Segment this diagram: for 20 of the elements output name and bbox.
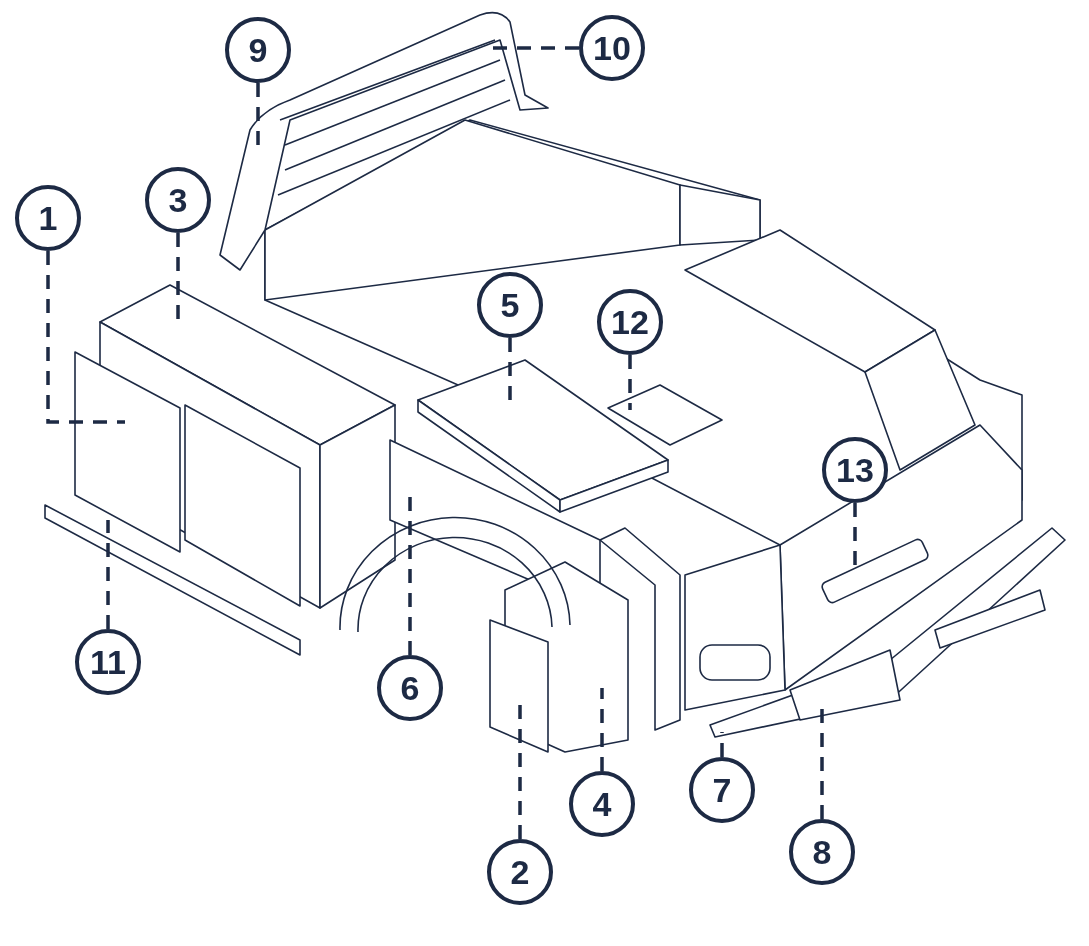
leader-line xyxy=(176,233,180,322)
callout-number: 1 xyxy=(15,185,81,251)
callout-number: 11 xyxy=(75,629,141,695)
callout-number: 9 xyxy=(225,17,291,83)
leader-line xyxy=(628,355,632,410)
leader-line xyxy=(46,251,125,424)
leader-line xyxy=(600,688,604,771)
leader-line xyxy=(106,520,110,629)
leader-line xyxy=(820,708,824,819)
leader-line xyxy=(490,46,579,50)
callout-number: 6 xyxy=(377,655,443,721)
callout-number: 10 xyxy=(579,15,645,81)
leader-line xyxy=(853,503,857,567)
callout-number: 8 xyxy=(789,819,855,885)
callout-number: 3 xyxy=(145,167,211,233)
callout-number: 7 xyxy=(689,757,755,823)
leader-line xyxy=(720,732,724,757)
callout-number: 4 xyxy=(569,771,635,837)
leader-line xyxy=(508,338,512,402)
callout-number: 2 xyxy=(487,839,553,905)
